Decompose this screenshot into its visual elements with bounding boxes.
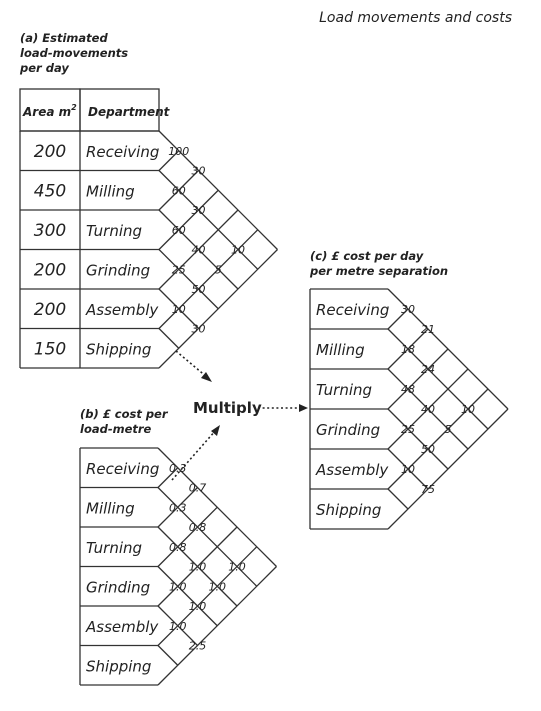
header-department: Department <box>88 105 171 119</box>
table_b-labels: ReceivingMillingTurningGrindingAssemblyS… <box>85 460 159 676</box>
table_b-value-9: 1.0 <box>209 580 227 593</box>
table_a-value-6: 25 <box>172 263 186 276</box>
table-b-matrix: 0.30.30.70.80.81.01.01.01.01.01.02.5Rece… <box>79 447 277 686</box>
table_b-value-10: 1.0 <box>169 620 187 633</box>
arrow-b-to-multiply <box>171 425 220 481</box>
table-a: (a) Estimated load-movements per day Are… <box>19 31 278 369</box>
diagram-title: Load movements and costs <box>319 10 512 26</box>
table_a-area-3: 200 <box>34 260 66 280</box>
table_c-value-11: 75 <box>421 483 435 496</box>
table_b-value-4: 0.8 <box>189 521 207 534</box>
table-a-caption-line-3: per day <box>19 61 69 75</box>
table_a-value-8: 50 <box>192 283 206 296</box>
table_a-dept-5: Shipping <box>86 340 151 358</box>
header-area-text: Area m <box>22 105 71 119</box>
table_b-value-0: 0.3 <box>169 462 187 475</box>
table_b-value-3: 0.8 <box>169 541 187 554</box>
table_a-dept-3: Grinding <box>86 261 150 279</box>
table_c-value-3: 48 <box>401 383 415 396</box>
table-a-header: Area m2 Department <box>19 88 171 132</box>
arrow-multiply-to-c <box>258 404 308 412</box>
table_b-dept-3: Grinding <box>86 578 150 596</box>
table_a-value-0: 100 <box>168 145 189 158</box>
table_a-value-9: 5 <box>215 263 222 276</box>
table-b: (b) £ cost per load-metre 0.3 0.30.7 0.80.… <box>79 407 277 686</box>
table_c-dept-2: Turning <box>316 381 372 399</box>
table_c-value-5: 40 <box>421 403 435 416</box>
arrow-a-to-multiply <box>175 350 212 382</box>
table_b-value-5: 1.0 <box>189 561 207 574</box>
table_a-area-2: 300 <box>34 221 66 241</box>
table_a-dept-1: Milling <box>86 182 135 200</box>
table_a-value-10: 10 <box>172 303 186 316</box>
table_a-value-2: 30 <box>192 165 206 178</box>
table_b-value-1: 0.3 <box>169 501 187 514</box>
table_a-dept-2: Turning <box>86 222 142 240</box>
table_b-values: 0.30.30.70.80.81.01.01.01.01.01.02.5 <box>169 462 246 653</box>
table_c-value-4: 24 <box>421 363 435 376</box>
table-c-caption-line-2: per metre separation <box>309 264 448 278</box>
table_c-dept-0: Receiving <box>316 301 389 319</box>
table_a-value-11: 30 <box>192 323 206 336</box>
table_c-value-6: 25 <box>401 423 415 436</box>
table_c-value-7: 10 <box>461 403 475 416</box>
table_a-area-5: 150 <box>34 339 66 359</box>
table-c-caption-line-1: (c) £ cost per day <box>310 249 424 263</box>
table_b-dept-5: Shipping <box>86 657 151 675</box>
table_a-grid <box>19 130 278 369</box>
table_b-value-11: 2.5 <box>189 640 207 653</box>
table-c: (c) £ cost per day per metre separation … <box>309 249 509 530</box>
table_c-value-2: 21 <box>421 323 435 336</box>
table_c-value-8: 50 <box>421 443 435 456</box>
table_c-dept-5: Shipping <box>316 501 381 519</box>
table_c-labels: ReceivingMillingTurningGrindingAssemblyS… <box>315 301 389 519</box>
table_b-value-8: 1.0 <box>189 600 207 613</box>
table_a-area-1: 450 <box>34 181 66 201</box>
table_c-value-9: 5 <box>445 423 452 436</box>
table_c-dept-4: Assembly <box>315 461 389 479</box>
table_a-dept-0: Receiving <box>86 143 159 161</box>
table-b-caption-line-2: load-metre <box>80 422 152 436</box>
table_b-dept-0: Receiving <box>86 460 159 478</box>
table-b-caption-line-1: (b) £ cost per <box>80 407 169 421</box>
table_c-grid <box>309 288 509 530</box>
table-a-caption-line-2: load-movements <box>20 46 128 60</box>
table_a-area-4: 200 <box>34 300 66 320</box>
table_a-dept-4: Assembly <box>85 301 159 319</box>
table-a-matrix: 100 60 30 60 30 40 25 10 50 5 10 30 200 Receiving 450 M… <box>19 130 278 369</box>
table_c-dept-3: Grinding <box>316 421 380 439</box>
table_a-value-1: 60 <box>172 184 186 197</box>
table_a-value-7: 10 <box>231 244 245 257</box>
multiply-label: Multiply <box>193 399 262 417</box>
table_b-dept-1: Milling <box>86 499 135 517</box>
table_b-dept-2: Turning <box>86 539 142 557</box>
table_b-value-7: 1.0 <box>228 561 246 574</box>
table_c-value-10: 10 <box>401 463 415 476</box>
table_a-value-3: 60 <box>172 224 186 237</box>
table_a-values: 100 60 30 60 30 40 25 10 50 5 10 30 <box>168 145 245 336</box>
table_c-value-0: 30 <box>401 303 415 316</box>
header-area: Area m2 <box>22 103 77 119</box>
table-c-matrix: 30 18 21 48 24 40 25 10 50 5 10 75 ReceivingMillingT… <box>309 288 509 530</box>
table_c-values: 30 18 21 48 24 40 25 10 50 5 10 75 <box>401 303 475 496</box>
header-area-superscript: 2 <box>71 103 77 112</box>
table_a-value-5: 40 <box>192 244 206 257</box>
table-a-caption-line-1: (a) Estimated <box>20 31 108 45</box>
table_c-dept-1: Milling <box>316 341 365 359</box>
table_b-grid <box>79 447 277 686</box>
table_c-value-1: 18 <box>401 343 415 356</box>
table_a-area-0: 200 <box>34 142 66 162</box>
table_b-value-6: 1.0 <box>169 580 187 593</box>
table_b-value-2: 0.7 <box>189 482 207 495</box>
table_a-value-4: 30 <box>192 204 206 217</box>
table_b-dept-4: Assembly <box>85 618 159 636</box>
